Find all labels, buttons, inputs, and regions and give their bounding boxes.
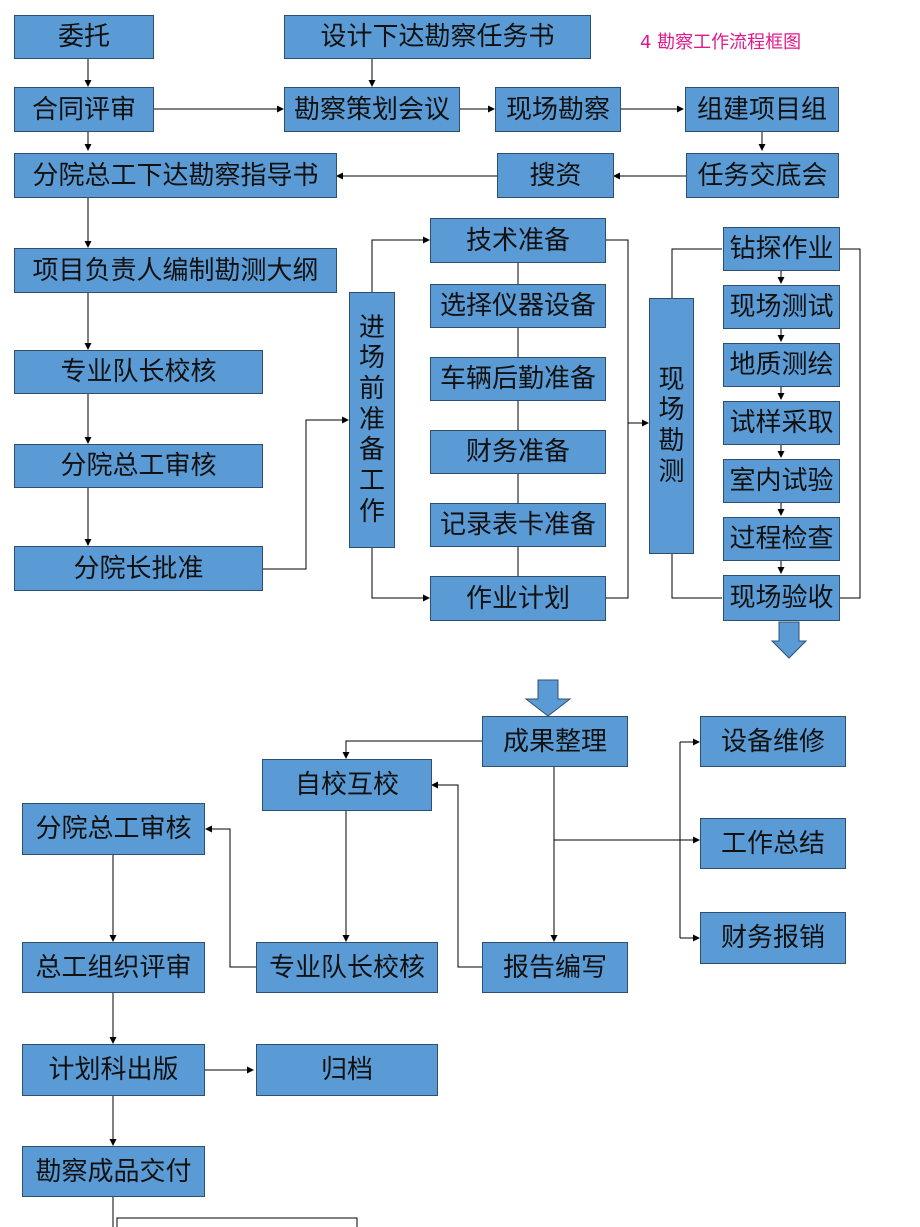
node-guide-book: 分院总工下达勘察指导书 bbox=[14, 153, 337, 198]
edge-fieldwork-bracket bbox=[840, 248, 861, 599]
node-field-survey-label: 现场勘测 bbox=[658, 364, 685, 487]
node-results: 成果整理 bbox=[482, 716, 628, 767]
edge-results-selfcheck bbox=[342, 740, 482, 759]
node-work-summary: 工作总结 bbox=[700, 818, 846, 869]
down-block-arrow-lower bbox=[524, 679, 572, 717]
edge-approve-prework bbox=[262, 416, 349, 570]
node-survey-planning: 勘察策划会议 bbox=[284, 87, 460, 132]
node-equip-repair: 设备维修 bbox=[700, 716, 846, 767]
node-form-team: 组建项目组 bbox=[685, 87, 839, 132]
node-field-test: 现场测试 bbox=[723, 285, 840, 329]
node-field-acceptance: 现场验收 bbox=[723, 575, 840, 621]
node-pre-work-label: 进场前准备工作 bbox=[359, 312, 386, 527]
node-geo-mapping: 地质测绘 bbox=[723, 343, 840, 387]
node-delivery: 勘察成品交付 bbox=[22, 1146, 205, 1197]
node-leader-check: 专业队长校核 bbox=[14, 350, 263, 394]
node-collect-data: 搜资 bbox=[497, 153, 614, 198]
node-commission: 委托 bbox=[14, 15, 154, 59]
node-design-task: 设计下达勘察任务书 bbox=[284, 15, 591, 59]
node-pre-work: 进场前准备工作 bbox=[349, 292, 395, 548]
node-expense: 财务报销 bbox=[700, 912, 846, 964]
diagram-title: 4 勘察工作流程框图 bbox=[640, 32, 802, 53]
edge-field-acceptance bbox=[671, 554, 722, 599]
node-drilling: 钻探作业 bbox=[723, 227, 840, 271]
down-block-arrow-upper bbox=[770, 621, 808, 659]
edge-prework-tech bbox=[371, 236, 430, 292]
node-leader-check-2: 专业队长校核 bbox=[256, 942, 438, 993]
node-vehicle-prep: 车辆后勤准备 bbox=[430, 357, 606, 401]
edge-leader-chief bbox=[205, 825, 256, 968]
edge-field-drilling bbox=[671, 248, 722, 298]
node-briefing: 任务交底会 bbox=[686, 153, 839, 198]
node-equip-select: 选择仪器设备 bbox=[430, 284, 606, 328]
node-chief-review: 分院总工审核 bbox=[14, 444, 263, 488]
edge-tail-bracket bbox=[116, 1217, 358, 1227]
node-work-plan: 作业计划 bbox=[430, 576, 606, 621]
node-tech-prep: 技术准备 bbox=[430, 218, 606, 263]
node-director-approve: 分院长批准 bbox=[14, 546, 263, 591]
node-forms-prep: 记录表卡准备 bbox=[430, 503, 606, 547]
node-sampling: 试样采取 bbox=[723, 401, 840, 445]
node-publish: 计划科出版 bbox=[22, 1044, 205, 1096]
node-report-write: 报告编写 bbox=[482, 942, 628, 993]
node-archive: 归档 bbox=[256, 1044, 438, 1096]
node-self-check: 自校互校 bbox=[262, 759, 432, 811]
node-outline: 项目负责人编制勘测大纲 bbox=[14, 248, 337, 293]
node-site-survey: 现场勘察 bbox=[495, 87, 621, 132]
node-chief-review-2: 分院总工审核 bbox=[22, 803, 205, 855]
edge-prep-bracket bbox=[606, 239, 629, 599]
edge-prework-plan bbox=[371, 548, 430, 602]
node-contract-review: 合同评审 bbox=[14, 87, 154, 132]
node-lab-test: 室内试验 bbox=[723, 459, 840, 503]
node-process-check: 过程检查 bbox=[723, 517, 840, 561]
node-chief-eval: 总工组织评审 bbox=[22, 942, 205, 993]
node-finance-prep: 财务准备 bbox=[430, 430, 606, 474]
edge-report-selfcheck bbox=[431, 781, 482, 968]
node-field-survey: 现场勘测 bbox=[649, 298, 694, 554]
